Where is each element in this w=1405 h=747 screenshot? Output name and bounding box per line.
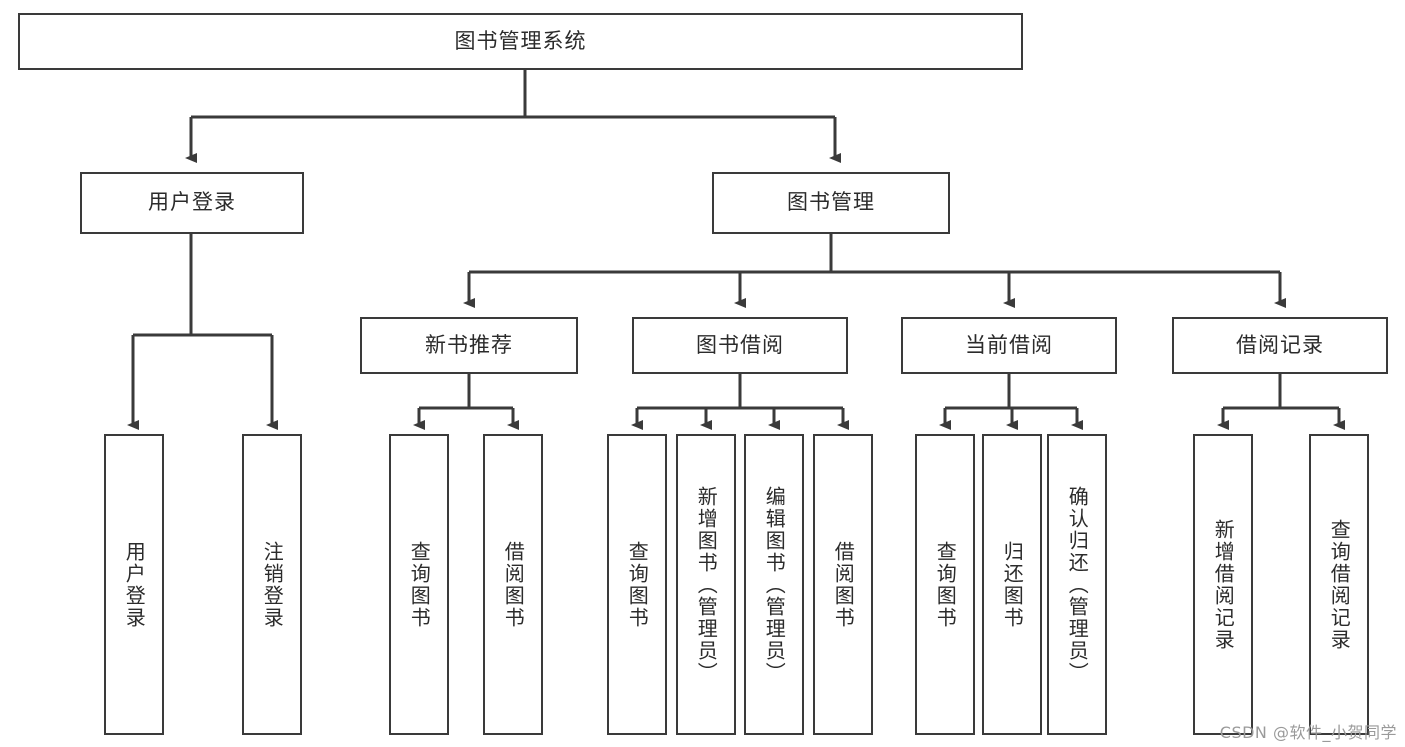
node-book-manage-label: 图书管理 [787,190,875,215]
node-leaf-query-book-1-label: 查询图书 [407,540,432,629]
node-book-manage[interactable]: 图书管理 [712,172,950,234]
node-leaf-borrow-book-1[interactable]: 借阅图书 [483,434,543,735]
node-leaf-borrow-book-1-label: 借阅图书 [501,540,526,629]
node-leaf-query-book-3[interactable]: 查询图书 [915,434,975,735]
node-root[interactable]: 图书管理系统 [18,13,1023,70]
node-leaf-query-book-1[interactable]: 查询图书 [389,434,449,735]
node-leaf-borrow-book-2-label: 借阅图书 [831,540,856,629]
node-new-book-recommend[interactable]: 新书推荐 [360,317,578,374]
node-leaf-logout-label: 注销登录 [260,540,285,629]
node-leaf-edit-book-label: 编辑图书（管理员） [762,485,787,684]
node-leaf-add-book[interactable]: 新增图书（管理员） [676,434,736,735]
node-leaf-return-book-label: 归还图书 [1000,540,1025,629]
node-leaf-add-record[interactable]: 新增借阅记录 [1193,434,1253,735]
node-borrow-record[interactable]: 借阅记录 [1172,317,1388,374]
node-leaf-confirm-return-label: 确认归还（管理员） [1065,485,1090,684]
node-book-borrow[interactable]: 图书借阅 [632,317,848,374]
node-leaf-query-book-2-label: 查询图书 [625,540,650,629]
node-leaf-return-book[interactable]: 归还图书 [982,434,1042,735]
node-leaf-query-book-2[interactable]: 查询图书 [607,434,667,735]
node-leaf-edit-book[interactable]: 编辑图书（管理员） [744,434,804,735]
node-leaf-borrow-book-2[interactable]: 借阅图书 [813,434,873,735]
node-user-login[interactable]: 用户登录 [80,172,304,234]
node-leaf-query-book-3-label: 查询图书 [933,540,958,629]
node-leaf-confirm-return[interactable]: 确认归还（管理员） [1047,434,1107,735]
node-leaf-user-login-label: 用户登录 [122,540,147,629]
node-user-login-label: 用户登录 [148,190,236,215]
node-new-book-recommend-label: 新书推荐 [425,332,513,357]
node-leaf-logout[interactable]: 注销登录 [242,434,302,735]
node-leaf-add-record-label: 新增借阅记录 [1211,518,1236,651]
node-book-borrow-label: 图书借阅 [696,332,784,357]
node-current-borrow-label: 当前借阅 [965,332,1053,357]
node-leaf-query-record-label: 查询借阅记录 [1327,518,1352,651]
node-leaf-user-login[interactable]: 用户登录 [104,434,164,735]
node-current-borrow[interactable]: 当前借阅 [901,317,1117,374]
node-root-label: 图书管理系统 [454,28,587,53]
node-leaf-query-record[interactable]: 查询借阅记录 [1309,434,1369,735]
node-leaf-add-book-label: 新增图书（管理员） [694,485,719,684]
node-borrow-record-label: 借阅记录 [1236,332,1324,357]
